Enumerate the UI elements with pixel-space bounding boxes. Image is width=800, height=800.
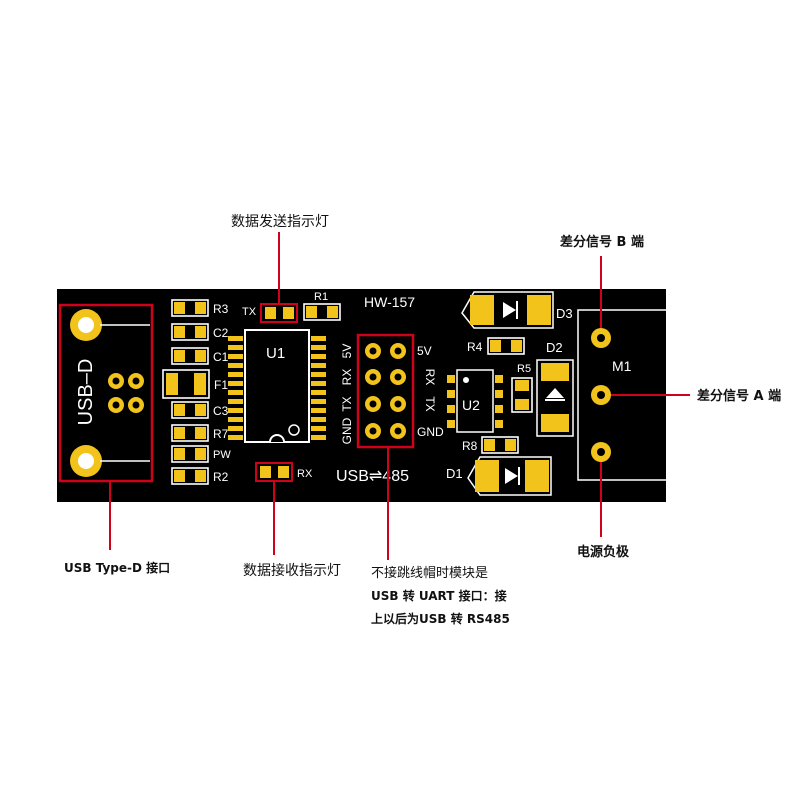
diode-d1: D1 [446,456,552,496]
r4-label: R4 [467,340,483,354]
fuse-f1 [162,369,210,399]
header-right-gnd: GND [417,425,444,439]
header-right-5v: 5V [417,344,432,358]
c1-label: C1 [213,350,229,364]
header-left-5v: 5V [340,344,354,359]
terminal-m1: M1 [577,309,666,481]
diode-d2 [536,359,574,437]
signal-a-callout: 差分信号 A 端 [697,388,781,404]
r7-label: R7 [213,427,229,441]
rx-led-label: RX [297,468,313,480]
d2-label: D2 [546,340,563,355]
tx-indicator-callout: 数据发送指示灯 [231,214,329,230]
usb-connector-outline [58,303,154,483]
jumper-note-line1: 不接跳线帽时模块是 [371,565,488,581]
d3-label: D3 [556,306,573,321]
header-pins [365,343,406,439]
usb-connector-label: USB–D [75,359,97,426]
resistor-r1 [303,303,341,321]
header-left-rx: RX [340,369,354,386]
diode-d3: D3 [461,291,573,329]
r8-label: R8 [462,439,478,453]
header-right-tx: TX [423,396,437,411]
c2-label: C2 [213,326,229,340]
jumper-note-line2: USB 转 UART 接口：接 [371,588,507,603]
m1-label: M1 [612,358,632,374]
u2-label: U2 [462,397,480,413]
jumper-note-line3: 上以后为USB 转 RS485 [371,611,510,626]
power-neg-callout: 电源负极 [577,544,630,560]
r1-label: R1 [314,291,328,303]
f1-label: F1 [214,378,228,392]
header-left-tx: TX [340,396,354,411]
header-right-rx: RX [423,369,437,386]
pw-label: PW [213,449,231,461]
r2-label: R2 [213,470,229,484]
model-label: HW-157 [364,294,415,310]
jumper-header [356,333,415,449]
chip-u2: U2 [447,369,503,433]
rx-indicator-callout: 数据接收指示灯 [243,562,341,579]
left-components: R3 C2 C1 C3 R7 PW R2 [171,299,231,485]
brand-label: USB⇌485 [336,468,409,485]
usb-port-callout: USB Type-D 接口 [64,560,170,575]
signal-b-callout: 差分信号 B 端 [560,234,644,250]
r3-label: R3 [213,302,229,316]
tx-led-label: TX [242,306,257,318]
r5-label: R5 [517,363,531,375]
c3-label: C3 [213,404,229,418]
u1-label: U1 [266,345,285,362]
chip-u1: U1 [244,329,310,443]
header-left-gnd: GND [340,417,354,444]
pcb-board [57,289,666,502]
d1-label: D1 [446,466,463,481]
u1-left-pins [228,336,243,440]
u1-right-pins [311,336,326,440]
